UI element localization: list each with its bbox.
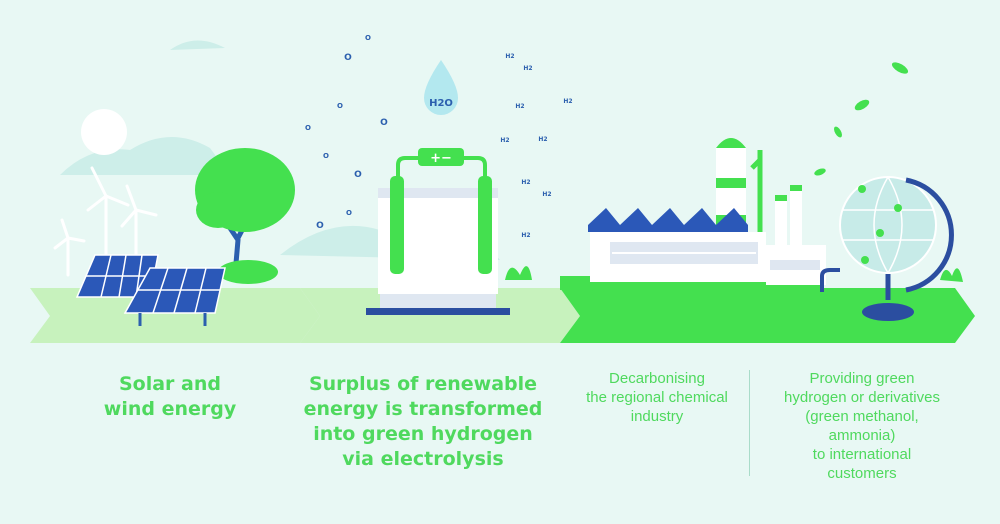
hydrogen-molecule: H2: [500, 137, 509, 144]
hydrogen-molecule: H2: [515, 103, 524, 110]
caption-line: hydrogen or derivatives: [784, 389, 940, 406]
bushes: [505, 266, 963, 300]
electrolyser: +−: [366, 148, 510, 315]
caption-line: to international: [812, 446, 912, 463]
solar-panels: [75, 254, 226, 326]
hydrogen-molecule: H2: [505, 53, 514, 60]
oxygen-molecule: O: [337, 102, 343, 110]
water-drop: H2O: [424, 60, 458, 115]
location-pin-icon: [861, 256, 869, 264]
oxygen-molecule: O: [323, 152, 329, 160]
caption-line: Surplus of renewable: [308, 373, 538, 395]
hydrogen-molecule: H2: [521, 232, 530, 239]
water-label: H2O: [429, 98, 453, 109]
caption-divider: [749, 370, 750, 476]
hydrogen-molecule: H2: [542, 191, 551, 198]
step-decarbonising-caption: Decarbonising the regional chemical indu…: [568, 369, 746, 426]
arrow-band-1: [30, 288, 320, 343]
arrow-band-2: [300, 288, 580, 343]
oxygen-molecule: O: [316, 221, 324, 231]
caption-line: via electrolysis: [342, 448, 504, 470]
caption-line: into green hydrogen: [313, 423, 533, 445]
step-electrolysis-caption: Surplus of renewable energy is transform…: [298, 372, 548, 472]
caption-line: Providing green: [809, 370, 915, 387]
location-pin-icon: [858, 185, 866, 193]
location-pin-icon: [894, 204, 902, 212]
oxygen-molecule: O: [354, 170, 362, 180]
oxygen-molecule: O: [380, 118, 388, 128]
chemical-factory: [588, 138, 840, 292]
oxygen-molecule: O: [365, 34, 371, 42]
caption-line: wind energy: [103, 398, 237, 420]
caption-line: ammonia): [828, 427, 896, 444]
caption-line: Solar and: [118, 373, 221, 395]
oxygen-molecule: O: [346, 209, 352, 217]
wind-turbines: [53, 166, 158, 277]
step-export-caption: Providing green hydrogen or derivatives …: [762, 369, 962, 483]
step-solar-wind-caption: Solar and wind energy: [85, 372, 255, 422]
caption-line: customers: [827, 465, 897, 482]
electrolyser-symbol: +−: [430, 151, 452, 166]
caption-line: (green methanol,: [805, 408, 919, 425]
sun: [81, 109, 127, 155]
caption-line: industry: [630, 408, 684, 425]
caption-line: the regional chemical: [586, 389, 728, 406]
caption-line: Decarbonising: [609, 370, 705, 387]
oxygen-molecule: O: [344, 53, 352, 63]
hydrogen-molecule: H2: [563, 98, 572, 105]
hydrogen-molecule: H2: [523, 65, 532, 72]
location-pin-icon: [876, 229, 884, 237]
floating-leaves: [814, 62, 909, 176]
caption-line: energy is transformed: [303, 398, 543, 420]
molecule-particles: O O O O O O O O O H2 H2 H2 H2 H2 H2 H2 H…: [305, 34, 573, 239]
oxygen-molecule: O: [305, 124, 311, 132]
arrow-band-3: [560, 288, 975, 343]
hydrogen-molecule: H2: [521, 179, 530, 186]
globe: [839, 176, 954, 321]
tree: [195, 148, 295, 284]
hydrogen-molecule: H2: [538, 136, 547, 143]
